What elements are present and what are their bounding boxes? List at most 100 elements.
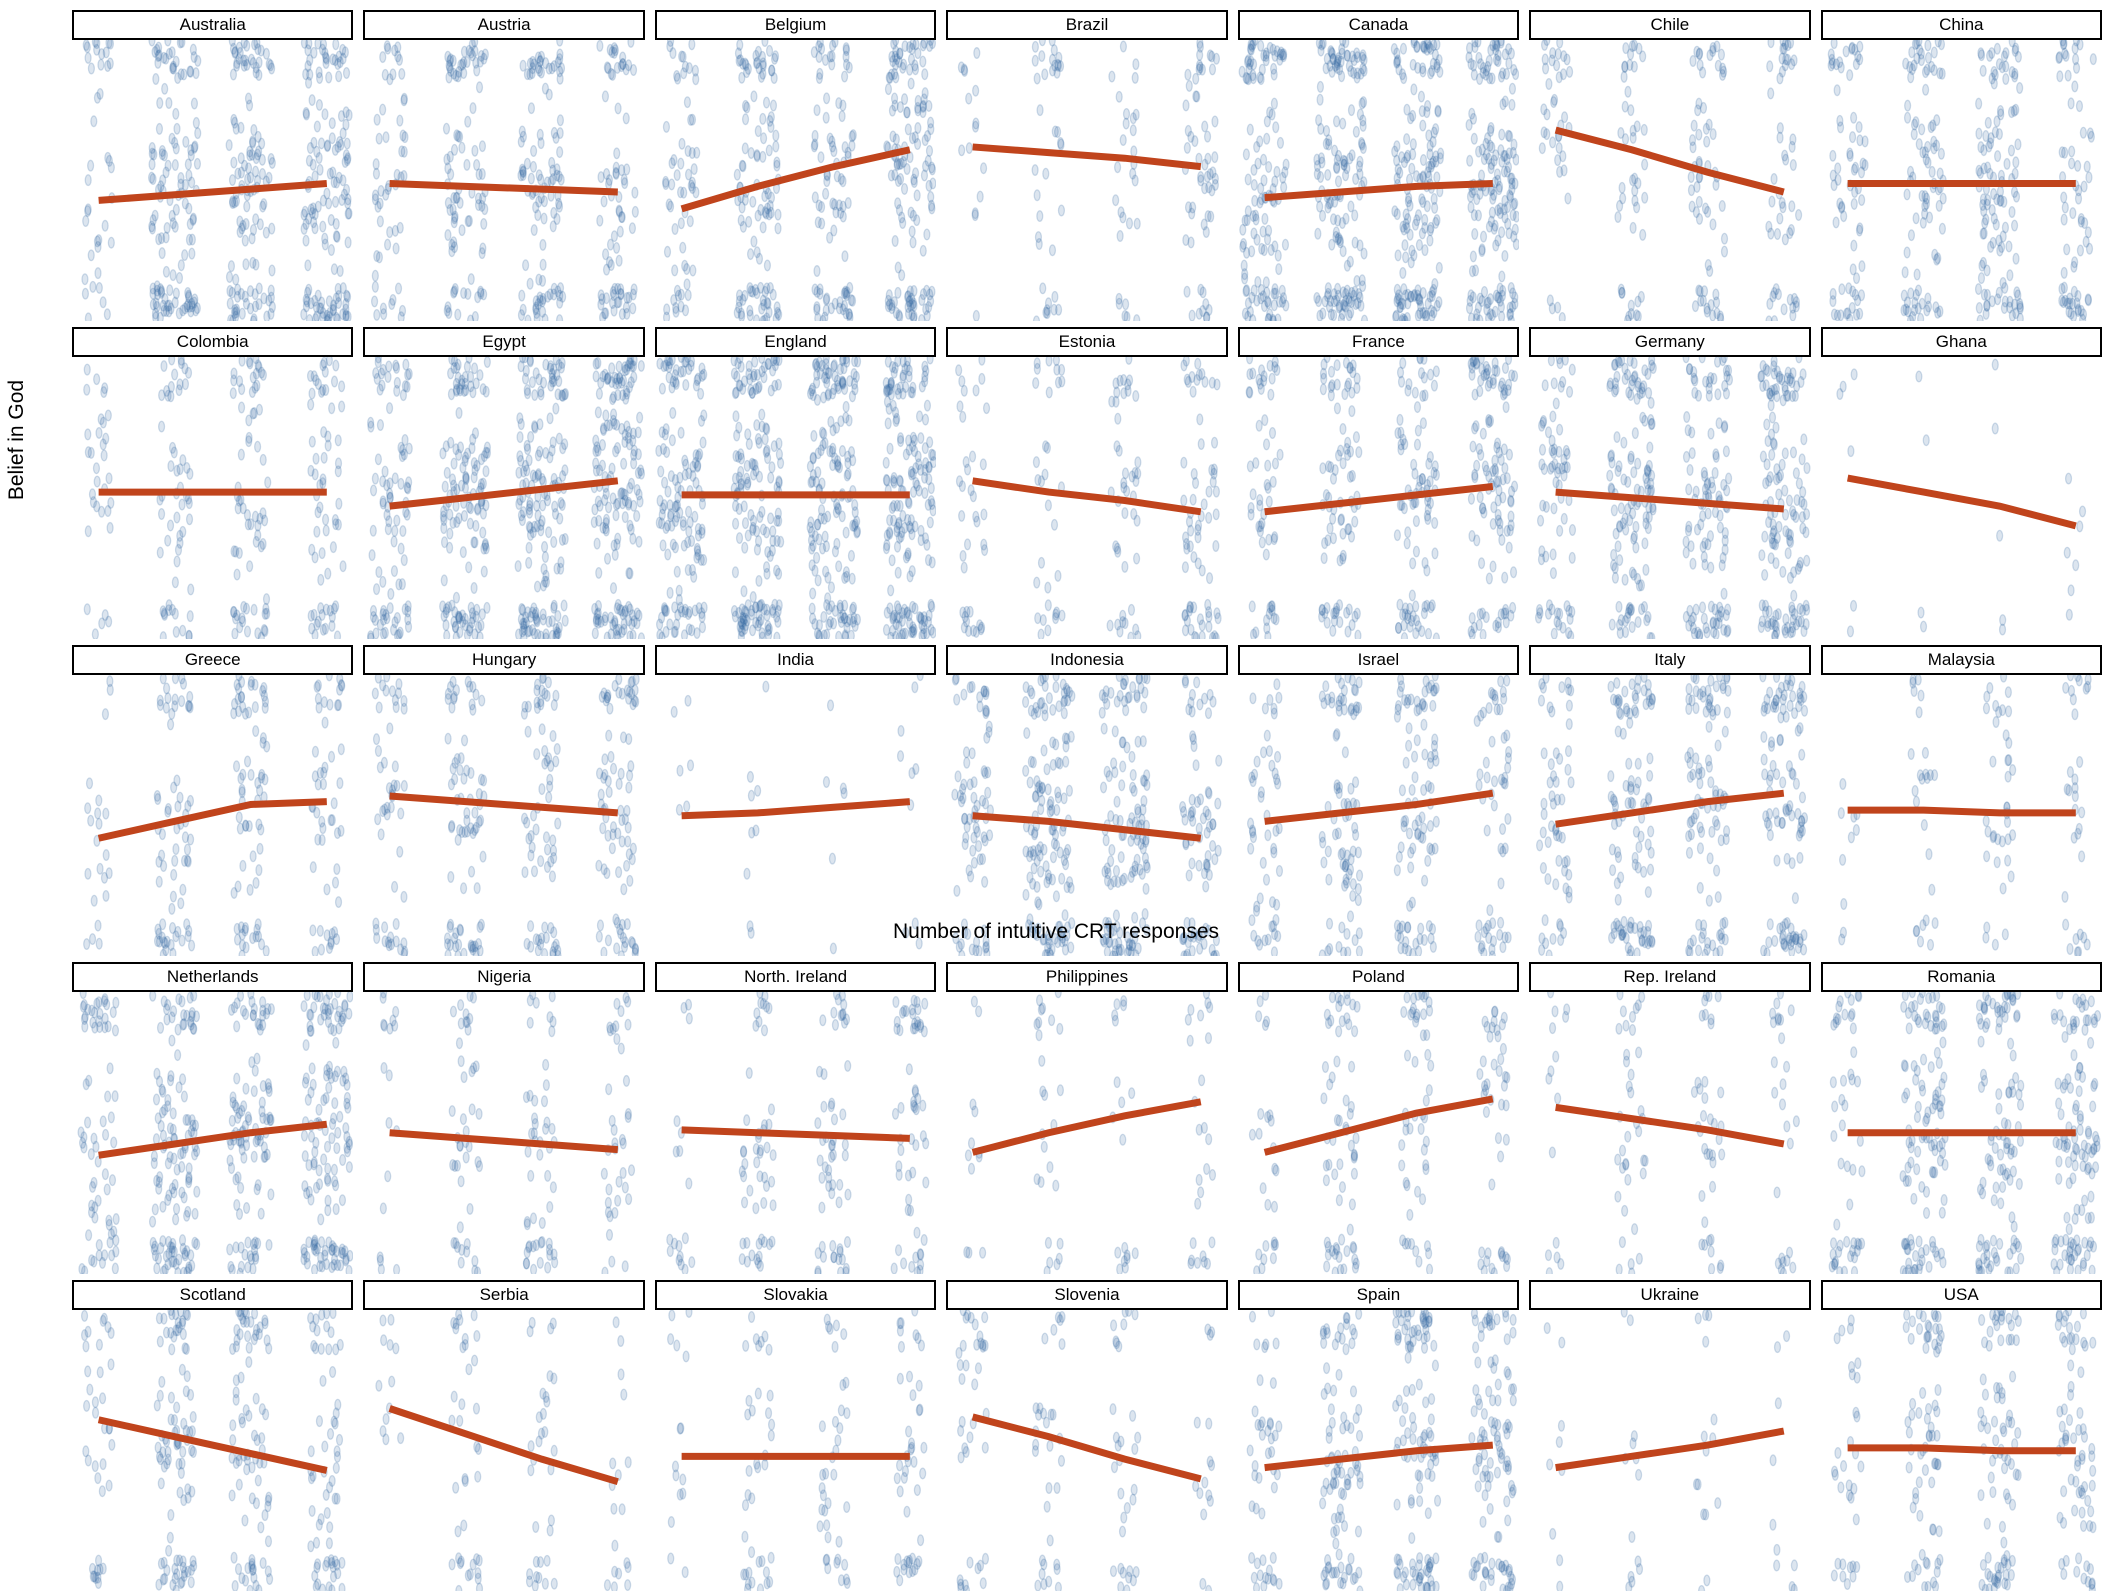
- data-point: [1478, 558, 1484, 569]
- data-point: [107, 523, 113, 534]
- data-point: [263, 227, 269, 238]
- data-point: [529, 103, 535, 114]
- data-point: [1650, 363, 1656, 374]
- data-point: [2077, 245, 2083, 256]
- data-point: [1115, 414, 1121, 425]
- data-point: [94, 463, 100, 474]
- data-point: [1494, 366, 1500, 377]
- data-point: [256, 70, 262, 81]
- data-point: [393, 225, 399, 236]
- data-point: [2012, 157, 2018, 168]
- data-point: [1317, 82, 1323, 93]
- data-point: [1184, 357, 1190, 366]
- data-point: [2013, 253, 2019, 264]
- data-point: [2000, 278, 2006, 289]
- data-point: [1192, 136, 1198, 147]
- data-point: [333, 361, 339, 372]
- data-point: [520, 126, 526, 137]
- data-point: [594, 371, 600, 382]
- data-point: [1718, 314, 1724, 322]
- data-point: [1251, 180, 1257, 191]
- data-point: [824, 512, 830, 523]
- data-point: [1987, 138, 1993, 149]
- data-point: [1271, 69, 1277, 80]
- data-point: [179, 500, 185, 511]
- data-point: [1262, 214, 1268, 225]
- data-point: [620, 212, 626, 223]
- data-point: [1506, 131, 1512, 142]
- data-point: [1042, 69, 1048, 80]
- data-point: [971, 626, 977, 637]
- data-point: [748, 148, 754, 159]
- data-point: [531, 161, 537, 172]
- data-point: [1411, 84, 1417, 95]
- data-point: [150, 288, 156, 299]
- data-point: [626, 292, 632, 303]
- data-point: [88, 250, 94, 261]
- data-point: [1133, 59, 1139, 70]
- data-point: [1248, 44, 1254, 55]
- data-point: [186, 631, 192, 639]
- data-point: [1033, 378, 1039, 389]
- data-point: [909, 226, 915, 237]
- data-point: [960, 608, 966, 619]
- data-point: [1269, 374, 1275, 385]
- data-point: [2002, 74, 2008, 85]
- facet-strip-label: Egypt: [363, 327, 644, 357]
- data-point: [1348, 66, 1354, 77]
- data-point: [814, 287, 820, 298]
- data-point: [153, 312, 159, 321]
- data-point: [887, 515, 893, 526]
- data-point: [1497, 283, 1503, 294]
- data-point: [1937, 68, 1943, 79]
- data-point: [1277, 138, 1283, 149]
- data-point: [1407, 604, 1413, 615]
- data-point: [924, 285, 930, 296]
- panel-wrapper: [1238, 40, 1519, 321]
- data-point: [1208, 211, 1214, 222]
- data-point: [316, 100, 322, 111]
- data-point: [622, 362, 628, 373]
- data-point: [479, 51, 485, 62]
- data-point: [656, 446, 662, 457]
- data-point: [1214, 509, 1220, 520]
- data-point: [919, 631, 925, 639]
- data-point: [663, 122, 669, 133]
- data-point: [1997, 106, 2003, 117]
- data-point: [1205, 131, 1211, 142]
- plot-area: 0255075100: [72, 357, 353, 638]
- data-point: [754, 420, 760, 431]
- data-point: [1540, 445, 1546, 456]
- data-point: [483, 466, 489, 477]
- facet-panel: Germany: [1529, 327, 1810, 638]
- data-point: [927, 437, 933, 448]
- data-point: [2086, 172, 2092, 183]
- data-point: [1980, 194, 1986, 205]
- data-point: [1791, 55, 1797, 66]
- data-point: [481, 509, 487, 520]
- data-point: [330, 54, 336, 65]
- data-point: [895, 389, 901, 400]
- data-point: [150, 299, 156, 310]
- data-point: [557, 147, 563, 158]
- data-point: [247, 100, 253, 111]
- data-point: [305, 287, 311, 298]
- data-point: [1710, 219, 1716, 230]
- data-point: [532, 421, 538, 432]
- data-point: [2066, 306, 2072, 317]
- data-point: [303, 69, 309, 80]
- data-point: [746, 439, 752, 450]
- data-point: [614, 539, 620, 550]
- data-point: [1628, 300, 1634, 311]
- data-point: [883, 625, 889, 636]
- data-point: [921, 40, 927, 48]
- plot-area: [363, 40, 644, 321]
- data-point: [602, 196, 608, 207]
- data-point: [1853, 59, 1859, 70]
- plot-area: 0255075100: [72, 40, 353, 321]
- data-point: [371, 486, 377, 497]
- data-point: [2075, 291, 2081, 302]
- data-point: [2061, 214, 2067, 225]
- data-point: [1551, 378, 1557, 389]
- data-point: [1404, 104, 1410, 115]
